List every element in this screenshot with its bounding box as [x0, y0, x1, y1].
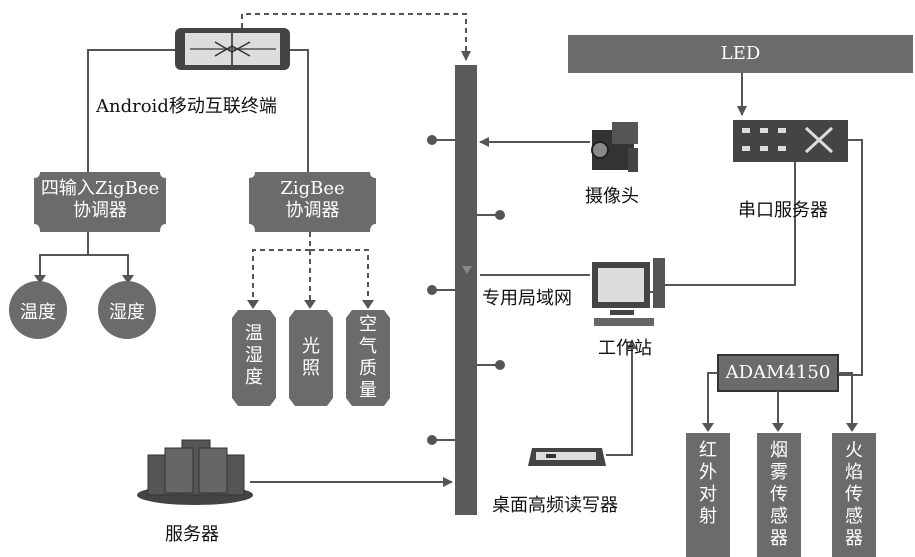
- air-sensor-label: 空 气 质 量: [359, 314, 377, 401]
- terminal-to-bus-dashed: [241, 13, 471, 61]
- zigbee-line1: ZigBee: [280, 178, 345, 199]
- zigbee4-line1: 四输入ZigBee: [40, 178, 160, 199]
- rfid-reader-icon: [528, 448, 606, 466]
- terminal-to-zigbee-line: [290, 49, 309, 172]
- workstation-label: 工作站: [598, 338, 652, 359]
- serial-server-label: 串口服务器: [738, 200, 828, 221]
- humidity-node: [98, 281, 156, 339]
- flame-box: [832, 433, 876, 557]
- server-stack-icon: [137, 439, 253, 505]
- camera-label: 摄像头: [585, 186, 639, 207]
- infrared-box: [686, 433, 730, 557]
- temp-hum-sensor-label: 温 湿 度: [245, 323, 263, 388]
- terminal-to-zigbee4-line: [87, 49, 175, 172]
- temp-node: [9, 281, 67, 339]
- temp-label: 温度: [20, 302, 56, 323]
- infrared-label: 红 外 对 射: [699, 440, 717, 527]
- zigbee4-to-sensors-line: [39, 232, 129, 280]
- serial-to-adam-line: [838, 139, 863, 376]
- android-terminal-label: Android移动互联终端: [96, 96, 277, 117]
- lan-label: 专用局域网: [482, 288, 572, 309]
- rfid-reader-label: 桌面高频读写器: [492, 495, 618, 516]
- smoke-box: [757, 433, 801, 557]
- rfid-to-workstation-line: [606, 339, 637, 456]
- zigbee-to-sensors-dashed: [252, 232, 369, 305]
- zigbee-coordinator-shape: [249, 172, 376, 232]
- led-bar: [568, 35, 913, 73]
- temp-hum-sensor-shape: [232, 310, 276, 406]
- android-terminal-icon: [175, 28, 290, 70]
- serial-server-icon: [733, 120, 848, 162]
- air-sensor-shape: [346, 310, 390, 406]
- zigbee-coordinator-label: ZigBee 协调器: [249, 178, 376, 222]
- flame-label: 火 焰 传 感 器: [845, 440, 863, 549]
- led-label: LED: [720, 43, 761, 64]
- camera-icon: [591, 122, 638, 172]
- bus-connector-dots: [427, 135, 505, 445]
- lan-bus: [455, 65, 477, 515]
- zigbee4-coordinator-label: 四输入ZigBee 协调器: [34, 178, 166, 222]
- adam-label: ADAM4150: [725, 362, 831, 383]
- adam-to-sensors-line: [707, 372, 853, 428]
- zigbee-line2: 协调器: [285, 200, 340, 221]
- light-sensor-shape: [289, 310, 333, 406]
- smoke-label: 烟 雾 传 感 器: [770, 440, 788, 549]
- humidity-label: 湿度: [109, 302, 145, 323]
- light-sensor-label: 光 照: [302, 336, 320, 379]
- zigbee4-line2: 协调器: [73, 200, 127, 221]
- workstation-icon: [592, 258, 665, 326]
- zigbee4-coordinator-shape: [34, 172, 166, 232]
- server-label: 服务器: [165, 524, 219, 545]
